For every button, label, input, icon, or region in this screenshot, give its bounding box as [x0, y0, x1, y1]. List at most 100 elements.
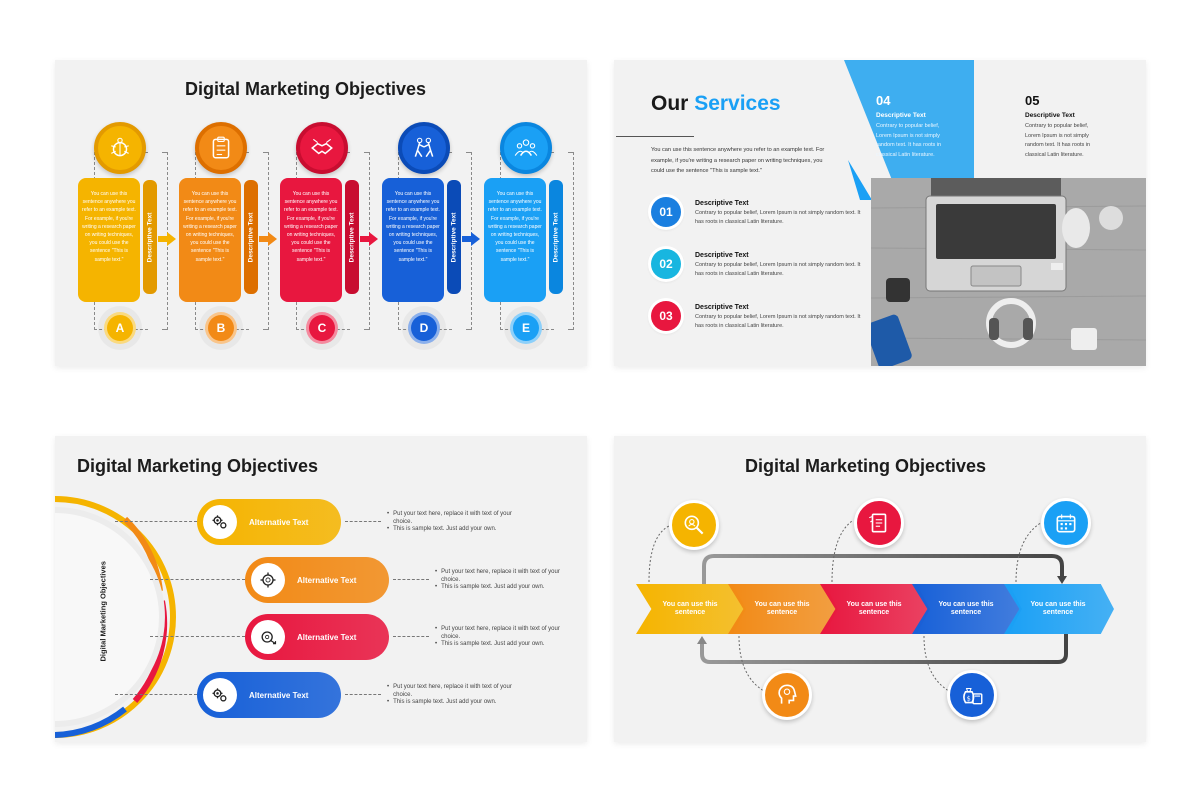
slide-objectives-process[interactable]: Digital Marketing Objectives You can use…: [614, 436, 1146, 742]
service-heading: Descriptive Text: [695, 252, 749, 259]
connector-line: [345, 694, 381, 695]
pill-label: Alternative Text: [249, 690, 309, 700]
service-heading: Descriptive Text: [695, 304, 749, 311]
blue-parallelogram: [844, 60, 974, 190]
top-item-number: 05: [1025, 93, 1040, 108]
top-item-heading: Descriptive Text: [876, 112, 926, 119]
connector-line: [393, 579, 429, 580]
service-text: Contrary to popular belief, Lorem Ipsum …: [695, 314, 861, 329]
card-top-circle: [94, 122, 146, 174]
card-top-circle: [296, 122, 348, 174]
card-bracket: [568, 152, 574, 330]
objective-pill: Alternative Text: [245, 614, 389, 660]
slide-objectives-pills[interactable]: Digital Marketing Objectives Digital Mar…: [55, 436, 587, 742]
slide-title: Digital Marketing Objectives: [77, 456, 319, 476]
card-side-label: Descriptive Text: [146, 212, 154, 262]
step-text: You can use this sentence: [662, 601, 718, 616]
top-item-text: Contrary to popular belief, Lorem Ipsum …: [1025, 123, 1091, 158]
connector-arrow: [369, 232, 378, 246]
card-text: You can use this sentence anywhere you r…: [488, 191, 542, 263]
card-body: You can use this sentence anywhere you r…: [280, 178, 342, 302]
bullet-text: This is sample text. Just add your own.: [393, 699, 497, 705]
objective-pill: Alternative Text: [245, 557, 389, 603]
handshake-icon: [309, 135, 335, 161]
step-text: You can use this sentence: [1030, 601, 1086, 616]
card-text: You can use this sentence anywhere you r…: [284, 191, 338, 263]
connector-arrow-shaft: [360, 236, 370, 242]
pill-bullets: •Put your text here, replace it with tex…: [387, 684, 517, 707]
card-side-bar: Descriptive Text: [549, 180, 563, 294]
process-step: You can use this sentence: [728, 584, 838, 634]
card-letter-badge: A: [104, 312, 136, 344]
side-label-wrap: Digital Marketing Objectives: [95, 560, 111, 666]
step-text: You can use this sentence: [846, 601, 902, 616]
money-calculator-icon: $: [947, 670, 997, 720]
process-step: You can use this sentence: [1004, 584, 1114, 634]
card-text: You can use this sentence anywhere you r…: [183, 191, 237, 263]
card-body: You can use this sentence anywhere you r…: [78, 178, 140, 302]
card-side-bar: Descriptive Text: [244, 180, 258, 294]
process-step: You can use this sentence: [636, 584, 746, 634]
connector-line: [115, 521, 197, 522]
slide-title: Digital Marketing Objectives: [185, 79, 427, 99]
step-text: You can use this sentence: [938, 601, 994, 616]
connector-line: [150, 636, 245, 637]
laptop-photo-illustration: [871, 178, 1146, 366]
slide-our-services[interactable]: Our Services You can use this sentence a…: [614, 60, 1146, 366]
idea-head-icon: [762, 670, 812, 720]
svg-text:$: $: [967, 694, 971, 702]
bullet-text: This is sample text. Just add your own.: [441, 584, 545, 590]
service-number-badge: 02: [651, 249, 681, 279]
title-underline: [616, 136, 694, 137]
bug-icon: [107, 135, 133, 161]
connector-line: [115, 694, 197, 695]
card-letter-badge: E: [510, 312, 542, 344]
pill-bullets: •Put your text here, replace it with tex…: [387, 511, 517, 534]
connector-arrow-shaft: [462, 236, 472, 242]
document-icon: [854, 498, 904, 548]
card-side-label: Descriptive Text: [247, 212, 255, 262]
people-pushing-icon: [411, 135, 437, 161]
clipboard-icon: [208, 135, 234, 161]
process-step: You can use this sentence: [912, 584, 1022, 634]
top-item-text: Contrary to popular belief, Lorem Ipsum …: [876, 123, 942, 158]
step-text: You can use this sentence: [754, 601, 810, 616]
intro-text: You can use this sentence anywhere you r…: [651, 147, 825, 174]
card-letter-badge: C: [306, 312, 338, 344]
arc-blue: [55, 706, 127, 738]
bullet-text: This is sample text. Just add your own.: [441, 641, 545, 647]
card-side-label: Descriptive Text: [348, 212, 356, 262]
gears-icon: [203, 505, 237, 539]
bullet-text: Put your text here, replace it with text…: [441, 626, 560, 640]
pill-bullets: •Put your text here, replace it with tex…: [435, 626, 565, 649]
objective-pill: Alternative Text: [197, 672, 341, 718]
card-body: You can use this sentence anywhere you r…: [179, 178, 241, 302]
card-top-circle: [195, 122, 247, 174]
pill-label: Alternative Text: [297, 575, 357, 585]
half-circle-graphic: [55, 496, 176, 738]
title-part-2: Services: [694, 92, 781, 115]
search-person-icon: [669, 500, 719, 550]
top-item-number: 04: [876, 93, 891, 108]
connector-line: [345, 521, 381, 522]
card-body: You can use this sentence anywhere you r…: [484, 178, 546, 302]
connector-line: [150, 579, 245, 580]
pill-bullets: •Put your text here, replace it with tex…: [435, 569, 565, 592]
slide-objectives-cards[interactable]: Digital Marketing Objectives You can use…: [55, 60, 587, 366]
card-body: You can use this sentence anywhere you r…: [382, 178, 444, 302]
service-text: Contrary to popular belief, Lorem Ipsum …: [695, 262, 861, 277]
pill-label: Alternative Text: [249, 517, 309, 527]
card-text: You can use this sentence anywhere you r…: [386, 191, 440, 263]
slide-title: Our Services: [651, 92, 781, 116]
service-text: Contrary to popular belief, Lorem Ipsum …: [695, 210, 861, 225]
bullet-text: Put your text here, replace it with text…: [393, 511, 512, 525]
gear-target-icon: [251, 563, 285, 597]
card-letter-badge: D: [408, 312, 440, 344]
card-side-bar: Descriptive Text: [447, 180, 461, 294]
slide-title: Digital Marketing Objectives: [745, 456, 987, 476]
process-step: You can use this sentence: [820, 584, 930, 634]
card-side-bar: Descriptive Text: [345, 180, 359, 294]
top-item-heading: Descriptive Text: [1025, 112, 1075, 119]
connector-arrow: [268, 232, 277, 246]
side-label: Digital Marketing Objectives: [98, 560, 108, 661]
